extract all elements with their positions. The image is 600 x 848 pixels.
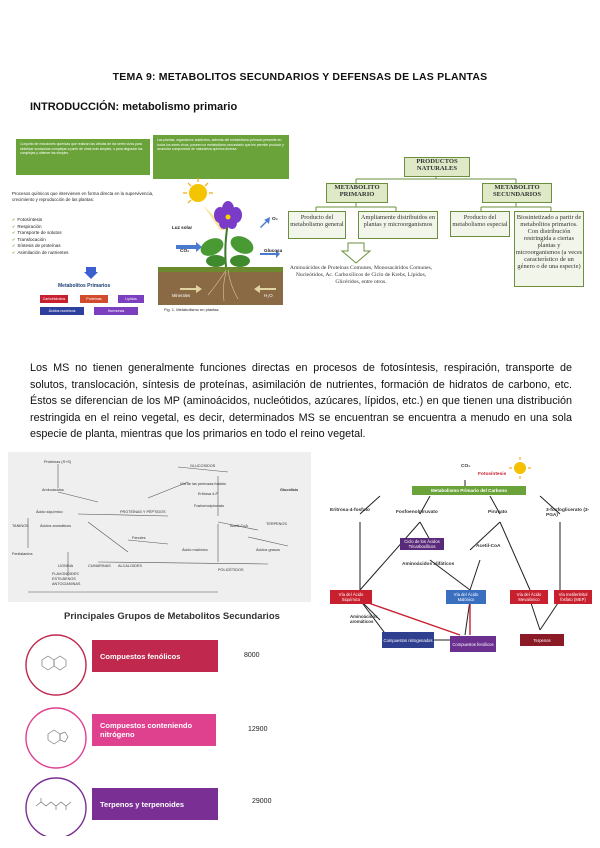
map-label: ALCALOIDES xyxy=(118,564,142,568)
map-label: Acetil-CoA xyxy=(230,524,248,528)
arrow-down-icon xyxy=(84,267,98,279)
compuestos-fenolicos-box: Compuestos fenólicos xyxy=(450,636,496,652)
group-fenolicos: Compuestos fenólicos xyxy=(92,640,218,672)
fotosintesis-label: Fotosíntesis xyxy=(478,472,507,477)
map-label: CUMARINAS xyxy=(88,564,111,568)
metabolito-primario-box: METABOLITO PRIMARIO xyxy=(326,183,388,203)
via-siquimico-box: Vía del Ácido Siquímico xyxy=(330,590,372,604)
fosfoenolpiruvato-label: Fosfoenolpiruvato xyxy=(396,510,438,515)
map-label: FLAVONOIDES xyxy=(52,572,79,576)
chip-hormonas: Hormonas xyxy=(94,307,138,315)
map-label: Glucólisis xyxy=(280,488,299,492)
primary-metabolites-title: Metabolitos Primarios xyxy=(58,283,111,289)
list-item: Síntesis de proteínas xyxy=(12,243,68,250)
groups-title: Principales Grupos de Metabolitos Secund… xyxy=(64,611,280,622)
map-label: ESTILBENOS xyxy=(52,577,76,581)
body-paragraph: Los MS no tienen generalmente funciones … xyxy=(30,362,572,441)
map-label: Ácidos aromáticos xyxy=(40,524,72,528)
list-item: Transporte de solutos xyxy=(12,230,68,237)
map-label: Aminoácidos xyxy=(42,488,64,492)
minerales-label: Minerales xyxy=(172,293,191,298)
map-label: Vía de las pentosas fosfato xyxy=(180,482,226,486)
secundario-especial-box: Producto del metabolismo especial xyxy=(450,211,510,237)
metabolito-secundarios-box: METABOLITO SECUNDARIOS xyxy=(482,183,552,203)
page-title: TEMA 9: METABOLITOS SECUNDARIOS Y DEFENS… xyxy=(112,71,488,83)
primario-examples: Aminoácidos de Proteínas Comunes, Monosa… xyxy=(289,265,433,285)
list-item: Translocación xyxy=(12,237,68,244)
map-label: GLUCOSIDOS xyxy=(190,464,216,468)
via-mep-box: Vía metileritritol fosfato (MEP) xyxy=(554,590,592,604)
map-label: TANINOS xyxy=(12,524,29,528)
via-mevalonico-box: Vía del Ácido Mevalónico xyxy=(510,590,548,604)
processes-list: Fotosíntesis Respiración Transporte de s… xyxy=(12,217,68,257)
list-item: Respiración xyxy=(12,224,68,231)
pathway-connectors xyxy=(359,457,561,641)
map-label: TERPENOS xyxy=(266,522,287,526)
h2o-label: H₂O xyxy=(264,293,273,298)
map-label: Ácido siquímico xyxy=(36,510,63,514)
section-heading: INTRODUCCIÓN: metabolismo primario xyxy=(30,101,238,113)
compuestos-nitrogenados-box: Compuestos nitrogenados xyxy=(382,632,434,648)
group-fenolicos-count: 8000 xyxy=(244,652,260,659)
chip-lipidos: Lípidos xyxy=(118,295,144,303)
terpenos-box: Terpenos xyxy=(520,634,564,646)
map-label: PROTEÍNAS Y PÉPTIDOS xyxy=(120,510,166,514)
definition-box: Conjunto de reacciones químicas que real… xyxy=(16,139,150,175)
map-connectors xyxy=(27,464,289,593)
primario-distribuidos-box: Ampliamente distribuidos en plantas y mi… xyxy=(358,211,438,239)
luz-solar-label: Luz solar xyxy=(172,225,193,230)
chip-proteinas: Proteínas xyxy=(80,295,108,303)
map-label: Eritrosa 4-P xyxy=(198,492,219,496)
group-terpenos-count: 29000 xyxy=(252,798,272,805)
map-label: Ácidos grasos xyxy=(256,548,280,552)
map-label: POLICÉTIDOS xyxy=(218,568,244,572)
ciclo-acidos-box: Ciclo de los Ácidos Tricarboxílicos xyxy=(400,538,444,550)
figure-mapa-metabolico: Proteínas (S+S) Aminoácidos GLUCOSIDOS V… xyxy=(8,452,311,602)
fosfoglicerato-label: 3-fosfoglicerato (3-PGA) xyxy=(546,508,590,518)
plant-illustration xyxy=(158,178,283,305)
aminoacidos-aromaticos-label: Aminoácidos aromáticos xyxy=(350,614,378,624)
chip-carbohidratos: Carbohidratos xyxy=(40,295,68,303)
list-item: Asimilación de nutrientes xyxy=(12,250,68,257)
figure-caption: Fig. 1. Metabolismo en plantas. xyxy=(164,307,220,312)
map-label: LIGNINA xyxy=(58,564,74,568)
map-label: Fenilalanina xyxy=(12,552,33,556)
group-nitrogeno: Compuestos conteniendo nitrógeno xyxy=(92,714,216,746)
piruvato-label: Piruvato xyxy=(488,510,508,515)
via-malonico-box: Vía del Ácido Malónico xyxy=(446,590,486,604)
co2-label: CO₂ xyxy=(461,464,471,469)
group-terpenos: Terpenos y terpenoides xyxy=(92,788,218,820)
map-label: Fosfoenolpiruvato xyxy=(194,504,225,508)
group-nitrogeno-count: 12900 xyxy=(248,726,268,733)
list-item: Fotosíntesis xyxy=(12,217,68,224)
plants-box: Las plantas, organismos autótrofos, adem… xyxy=(153,135,289,179)
co2-label: CO₂ xyxy=(180,249,190,254)
o2-label: O₂ xyxy=(272,217,278,222)
map-label: Proteínas (S+S) xyxy=(44,460,72,464)
acetil-coa-label: Acetil-CoA xyxy=(476,544,501,549)
secundario-biosintetizado-box: Biosintetizado a partir de metabolitos p… xyxy=(514,211,584,287)
figure-productos-naturales: PRODUCTOS NATURALES METABOLITO PRIMARIO … xyxy=(286,155,586,320)
eritrosa-label: Eritrosa-4-fosfato xyxy=(330,508,370,513)
primario-general-box: Producto del metabolismo general xyxy=(288,211,346,239)
aminoacidos-alifaticos-label: Aminoácidos alifáticos xyxy=(402,562,455,567)
map-label: Fenoles xyxy=(132,536,146,540)
processes-intro: Procesos químicos que intervienen en for… xyxy=(12,191,154,202)
group-circles xyxy=(25,634,87,836)
chip-acidos-nucleicos: Ácidos nucleicos xyxy=(40,307,84,315)
figure-grupos-secundarios: Principales Grupos de Metabolitos Secund… xyxy=(8,608,311,836)
figure-rutas-biosinteticas: CO₂ Fotosíntesis Metabolismo Primario de… xyxy=(320,450,592,686)
map-label: ANTOCIANINAS xyxy=(52,582,81,586)
metabolismo-primario-box: Metabolismo Primario del Carbono xyxy=(412,486,526,495)
productos-naturales-box: PRODUCTOS NATURALES xyxy=(404,157,470,177)
map-label: Ácido malónico xyxy=(182,548,208,552)
figure-metabolismo-primario: Conjunto de reacciones químicas que real… xyxy=(8,133,289,315)
glucosa-label: Glucosa xyxy=(264,248,283,253)
diagram-connectors xyxy=(315,175,552,264)
